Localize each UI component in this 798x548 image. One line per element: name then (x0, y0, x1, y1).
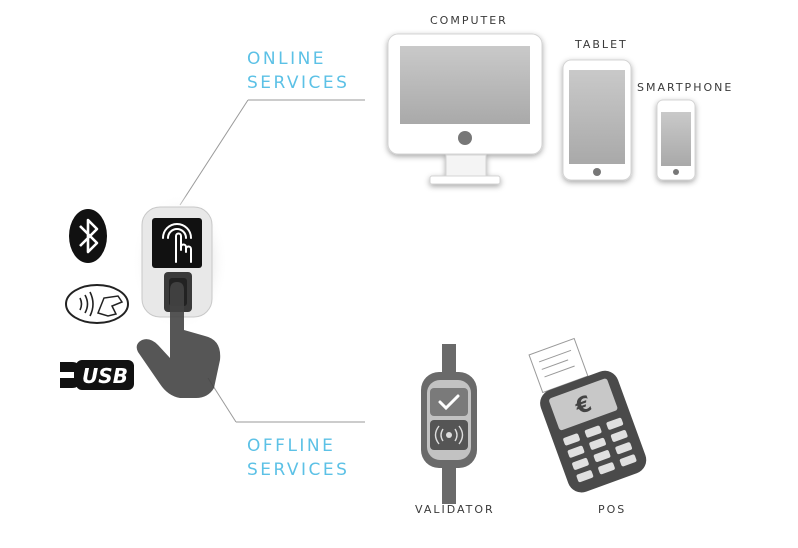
online-line-2: SERVICES (247, 73, 350, 93)
usb-icon: USB (60, 360, 134, 390)
label-pos: POS (598, 503, 627, 516)
contactless-icon (65, 284, 129, 324)
validator-device (421, 344, 477, 504)
offline-services-label: OFFLINE SERVICES (247, 434, 349, 482)
online-line-1: ONLINE (247, 49, 327, 69)
offline-line-2: SERVICES (247, 460, 350, 480)
touch-hand-icon (162, 223, 192, 263)
online-connector (179, 99, 365, 206)
finger-hand-icon (136, 282, 221, 398)
pos-device: € (528, 337, 647, 493)
label-smartphone: SMARTPHONE (637, 81, 734, 94)
computer-device (387, 33, 543, 185)
offline-line-1: OFFLINE (247, 436, 336, 456)
label-validator: VALIDATOR (415, 503, 495, 516)
offline-connector (207, 377, 365, 423)
label-computer: COMPUTER (430, 14, 508, 27)
label-tablet: TABLET (575, 38, 628, 51)
usb-label: USB (82, 364, 128, 388)
tablet-device (562, 59, 632, 181)
pos-keypad (563, 417, 637, 483)
online-services-label: ONLINE SERVICES (247, 47, 349, 95)
smartphone-device (656, 99, 696, 181)
bluetooth-icon (69, 209, 107, 263)
pos-currency-symbol: € (571, 391, 595, 420)
